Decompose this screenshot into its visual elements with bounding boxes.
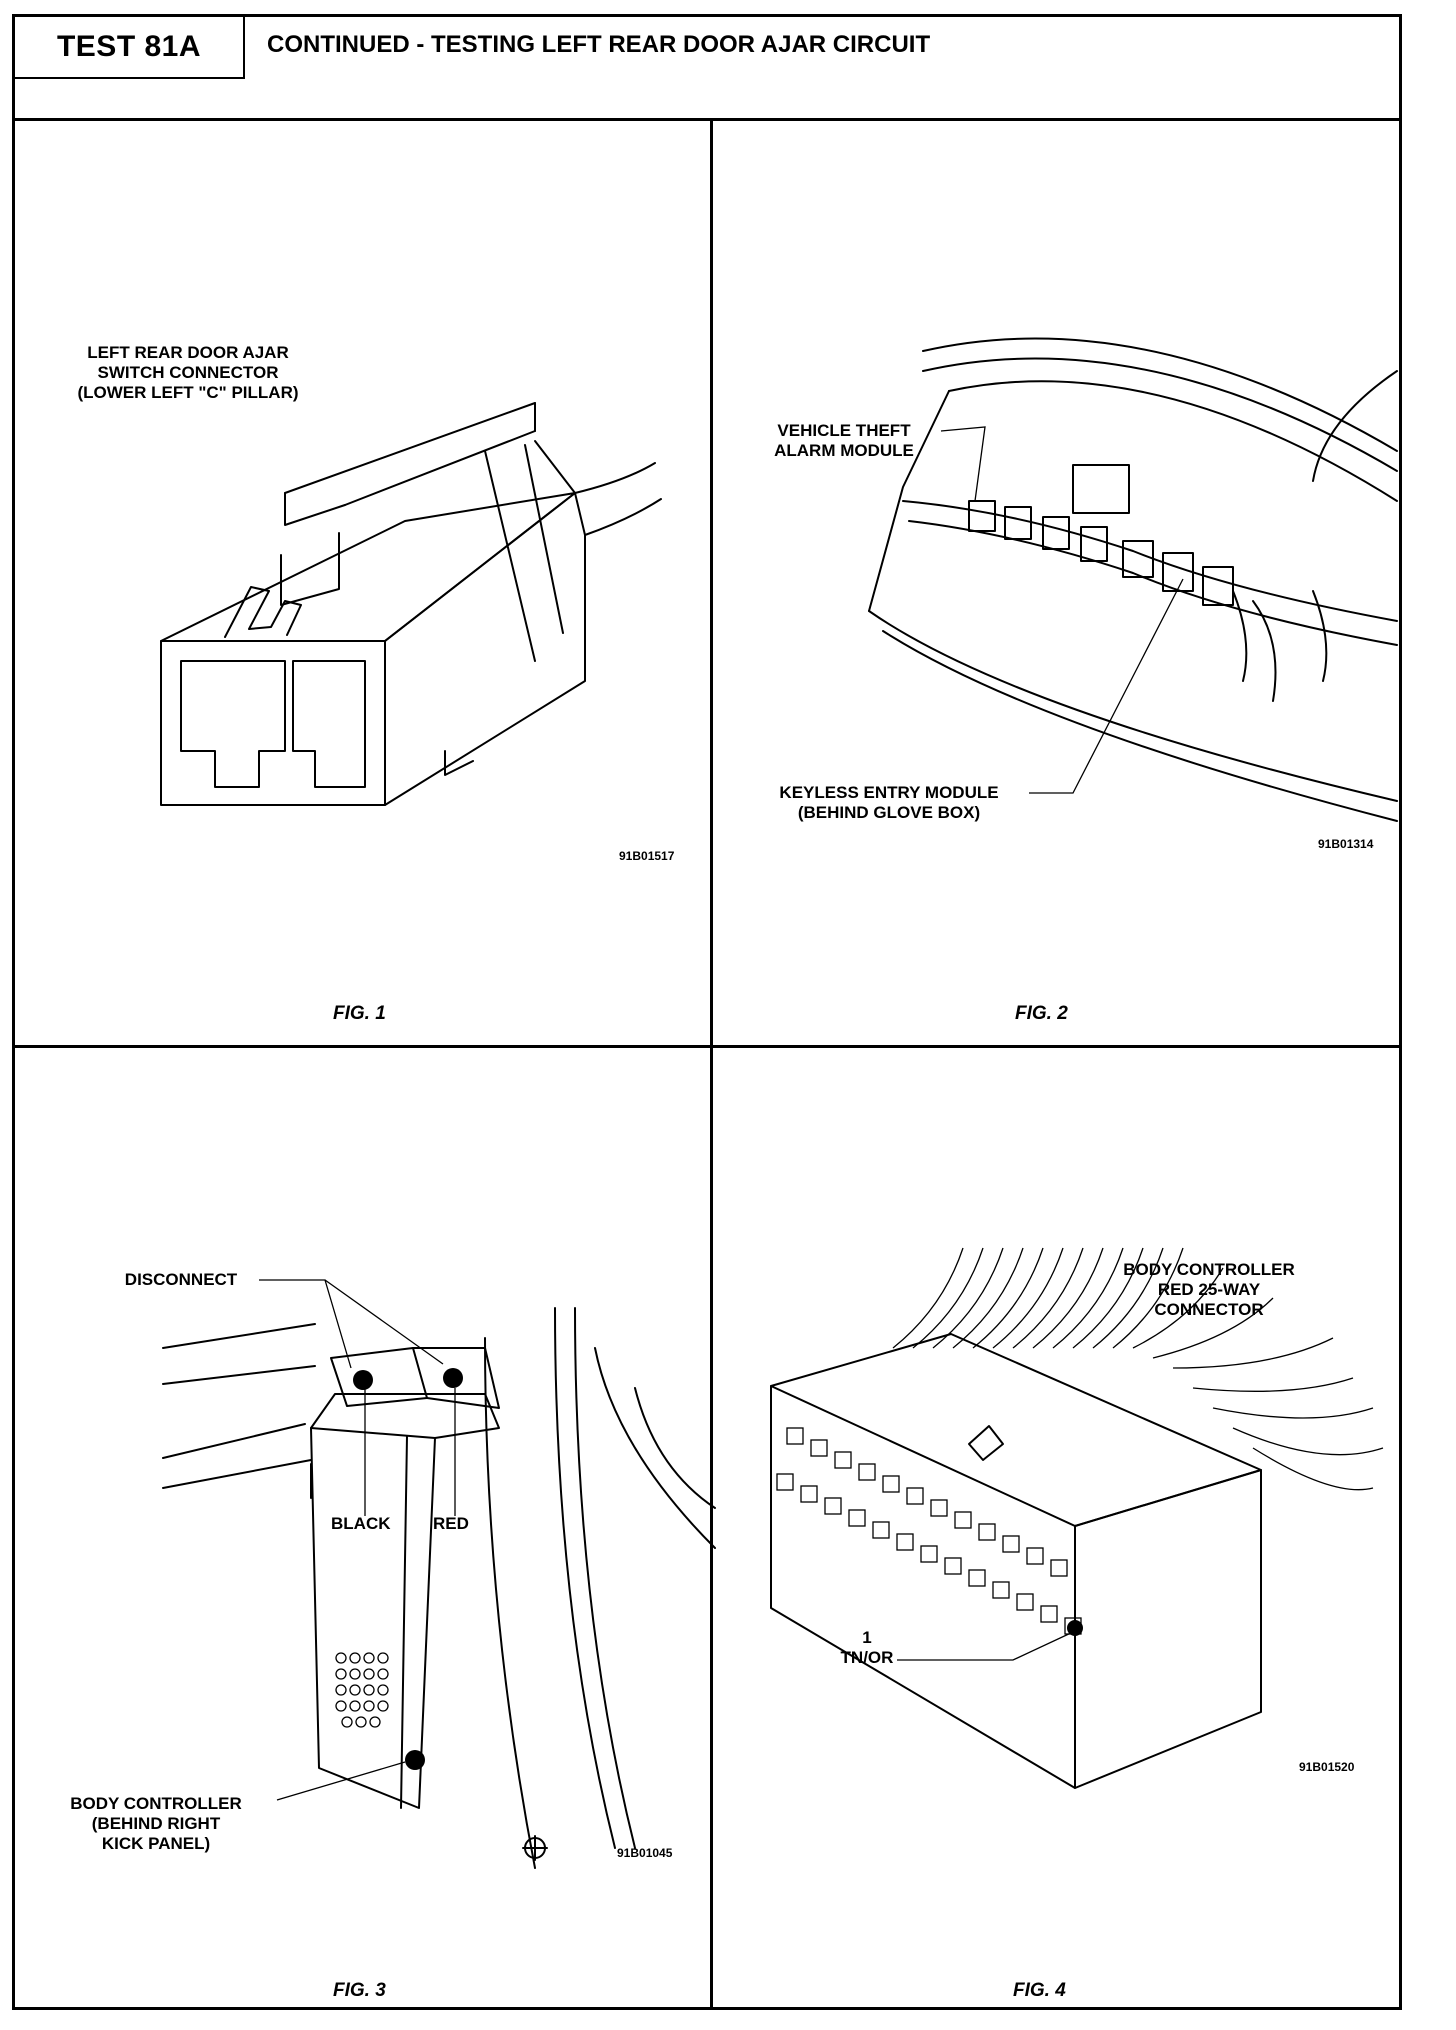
figure-3-panel: DISCONNECT: [15, 1048, 716, 2010]
red-wire-label: RED: [433, 1514, 469, 1533]
horizontal-divider: [15, 1045, 1399, 1048]
figure-1-code: 91B01517: [619, 849, 675, 863]
body-controller-drawing: [162, 1279, 716, 1869]
door-ajar-connector-drawing: [160, 402, 662, 806]
figure-1-caption: FIG. 1: [333, 1003, 386, 1024]
glove-box-area-drawing: [868, 337, 1398, 822]
test-id-box: TEST 81A: [15, 17, 245, 79]
figure-2-panel: VEHICLE THEFT ALARM MODULE: [713, 121, 1399, 1045]
diagnostic-page: TEST 81A CONTINUED - TESTING LEFT REAR D…: [12, 14, 1402, 2010]
figure-3-caption: FIG. 3: [333, 1980, 386, 2001]
figure-4-code: 91B01520: [1299, 1760, 1355, 1774]
connector-wires: [892, 1247, 1384, 1491]
page-header: TEST 81A CONTINUED - TESTING LEFT REAR D…: [15, 17, 1399, 121]
page-title: CONTINUED - TESTING LEFT REAR DOOR AJAR …: [267, 31, 931, 58]
red-25-way-connector-label: BODY CONTROLLER RED 25-WAY CONNECTOR: [1123, 1260, 1295, 1319]
figure-3-code: 91B01045: [617, 1846, 673, 1860]
test-id: TEST 81A: [56, 30, 202, 63]
figure-2-code: 91B01314: [1318, 837, 1374, 851]
theft-alarm-module-label: VEHICLE THEFT ALARM MODULE: [774, 421, 914, 460]
25-way-connector-drawing: [770, 1247, 1384, 1789]
keyless-entry-module-label: KEYLESS ENTRY MODULE (BEHIND GLOVE BOX): [779, 783, 999, 822]
figure-2-caption: FIG. 2: [1015, 1003, 1068, 1024]
disconnect-label: DISCONNECT: [124, 1270, 238, 1289]
figure-4-panel: BODY CONTROLLER RED 25-WAY CONNECTOR: [713, 1048, 1399, 2010]
vent-pattern: [335, 1652, 389, 1728]
switch-connector-label: LEFT REAR DOOR AJAR SWITCH CONNECTOR (LO…: [77, 343, 299, 402]
vertical-divider: [710, 118, 713, 2010]
pin-1-label: 1 TN/OR: [840, 1628, 894, 1667]
harness-connectors: [968, 464, 1328, 702]
black-wire-label: BLACK: [331, 1514, 391, 1533]
figure-4-caption: FIG. 4: [1013, 1980, 1066, 2001]
body-controller-label: BODY CONTROLLER (BEHIND RIGHT KICK PANEL…: [70, 1794, 242, 1853]
figure-1-panel: LEFT REAR DOOR AJAR SWITCH CONNECTOR (LO…: [15, 121, 710, 1045]
